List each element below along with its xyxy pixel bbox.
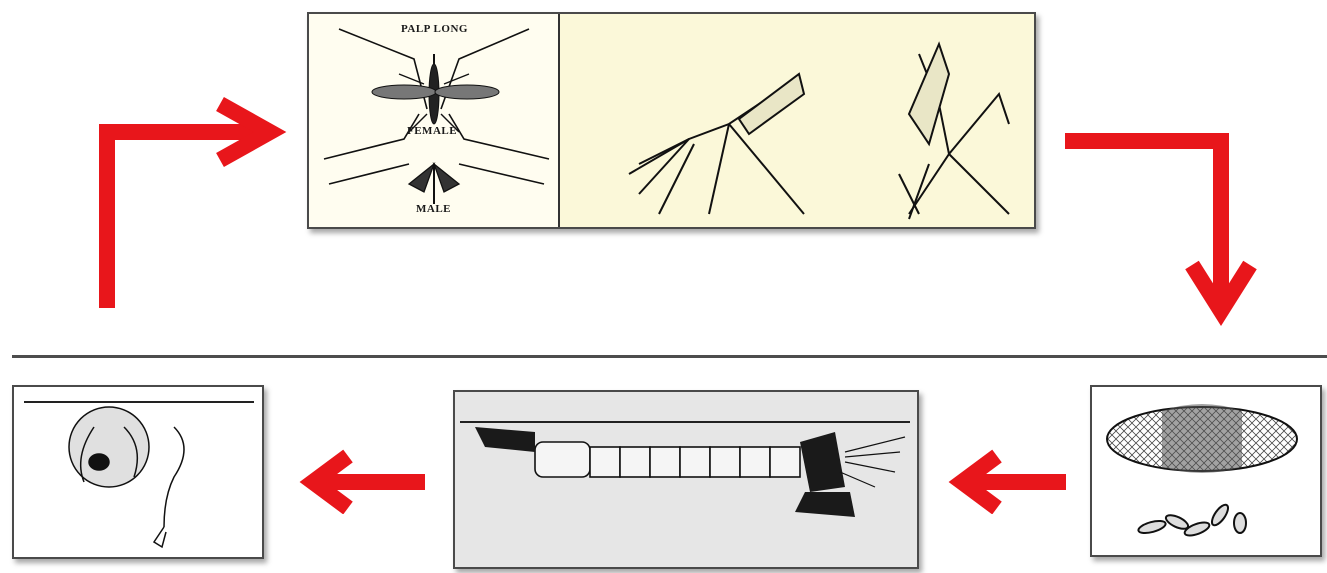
section-divider: [12, 355, 1327, 358]
label-male: MALE: [416, 203, 451, 215]
arrow-return-to-adult: [90, 90, 290, 315]
larva-panel: [453, 390, 919, 569]
arrow-adult-to-egg: [1058, 115, 1258, 330]
arrow-egg-to-larva: [942, 444, 1072, 514]
pupa-illustration: [14, 387, 262, 557]
larva-illustration: [455, 392, 917, 567]
egg-illustration: [1092, 387, 1320, 555]
adult-mosquito-panel: PALP LONG FEMALE MALE: [307, 12, 1036, 229]
adult-mosquito-illustration: [309, 14, 1034, 227]
egg-panel: [1090, 385, 1322, 557]
pupa-panel: [12, 385, 264, 559]
arrow-larva-to-pupa: [293, 444, 433, 514]
label-palp-long: PALP LONG: [401, 23, 468, 35]
label-female: FEMALE: [407, 125, 457, 137]
